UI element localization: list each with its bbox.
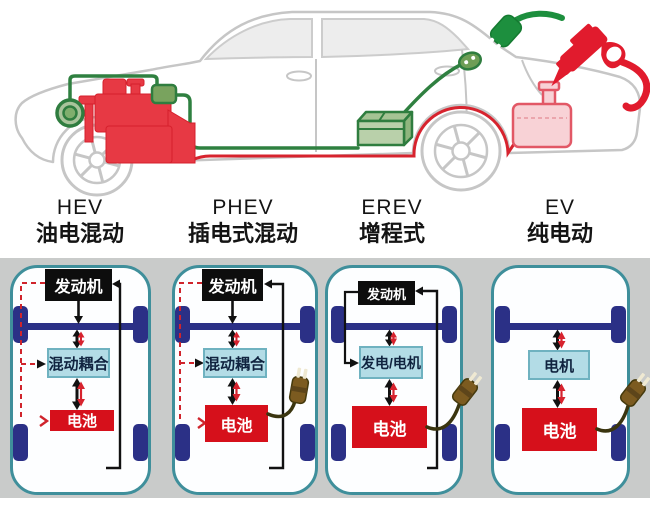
fuel-tank-icon	[511, 80, 573, 149]
type-code: EREV	[361, 196, 423, 219]
arrow-converter-battery	[227, 378, 241, 405]
wheel-icon	[495, 306, 626, 461]
engine-to-generator-line	[343, 290, 359, 368]
type-name-cn: 油电混动	[35, 221, 124, 246]
type-code: PHEV	[212, 196, 274, 219]
label-erev: EREV 增程式	[312, 196, 472, 247]
type-code: EV	[544, 196, 575, 219]
wheel-icon	[420, 110, 502, 192]
converter-box: 混动耦合	[47, 348, 110, 378]
label-hev: HEV 油电混动	[0, 196, 160, 247]
battery-box: 电池	[50, 410, 114, 431]
windshield	[203, 18, 313, 61]
wheel-icon	[331, 306, 457, 461]
label-phev: PHEV 插电式混动	[163, 196, 323, 247]
car-illustration	[14, 10, 650, 197]
battery-box: 电池	[522, 408, 597, 451]
door-handle	[286, 70, 312, 82]
electric-circuit-line	[68, 62, 464, 150]
charging-plug-icon	[485, 14, 523, 54]
arrow-converter-battery	[72, 378, 85, 410]
panel-hev-graphics	[10, 265, 151, 495]
converter-box: 混动耦合	[203, 348, 267, 378]
arrow-axle-converter	[72, 329, 85, 349]
panel-ev-graphics	[491, 265, 630, 495]
panel-ev: 电机 电池	[491, 265, 650, 495]
engine-box: 发动机	[45, 269, 112, 301]
converter-box: 电机	[528, 350, 590, 380]
regen-loop	[415, 286, 439, 470]
arrow-axle-converter	[228, 329, 240, 349]
arrow-converter-battery	[384, 379, 398, 406]
axle-bar	[24, 323, 137, 330]
engine-box: 发动机	[202, 269, 263, 301]
engine-icon	[78, 78, 196, 164]
wheel-icon	[13, 306, 148, 461]
charge-port-icon	[458, 51, 482, 71]
label-ev: EV 纯电动	[480, 196, 640, 247]
dashed-feed-arrowhead	[195, 358, 204, 368]
axle-bar	[505, 323, 617, 330]
wheel-icon	[175, 306, 315, 461]
battery-box: 电池	[352, 406, 427, 448]
arrow-engine-to-axle	[228, 301, 237, 324]
inverter-icon	[150, 83, 178, 105]
arrow-axle-converter	[552, 329, 566, 351]
fuel-line	[190, 106, 516, 162]
fuel-hose	[618, 58, 650, 112]
type-name-cn: 插电式混动	[187, 221, 298, 246]
type-name-cn: 纯电动	[526, 221, 593, 246]
charging-cord	[513, 10, 565, 23]
motor-generator-icon	[55, 98, 85, 128]
fuel-nozzle-icon	[551, 23, 650, 112]
trunk-seam	[521, 59, 543, 96]
panel-erev: 发动机 发电/电机 电池	[325, 265, 483, 495]
arrow-axle-converter	[385, 329, 397, 347]
axle-bar	[340, 323, 448, 330]
arrow-converter-battery	[552, 380, 566, 408]
panel-phev: 发动机 混动耦合 电池	[172, 265, 318, 495]
regen-loop	[106, 279, 122, 470]
rear-window	[321, 18, 471, 59]
battery-box: 电池	[205, 405, 268, 442]
traction-battery-icon	[356, 110, 414, 147]
arrow-engine-to-axle	[74, 301, 83, 324]
type-code: HEV	[56, 196, 104, 219]
car-side-icon	[14, 10, 650, 197]
dashed-feed-arrowhead	[37, 359, 46, 369]
regen-loop	[264, 279, 285, 470]
dashed-engine-feed	[20, 282, 50, 427]
converter-box: 发电/电机	[359, 346, 423, 379]
axle-bar	[186, 323, 304, 330]
panel-hev: 发动机 混动耦合 电池	[10, 265, 151, 495]
engine-box: 发动机	[358, 281, 415, 305]
type-name-cn: 增程式	[358, 221, 425, 246]
